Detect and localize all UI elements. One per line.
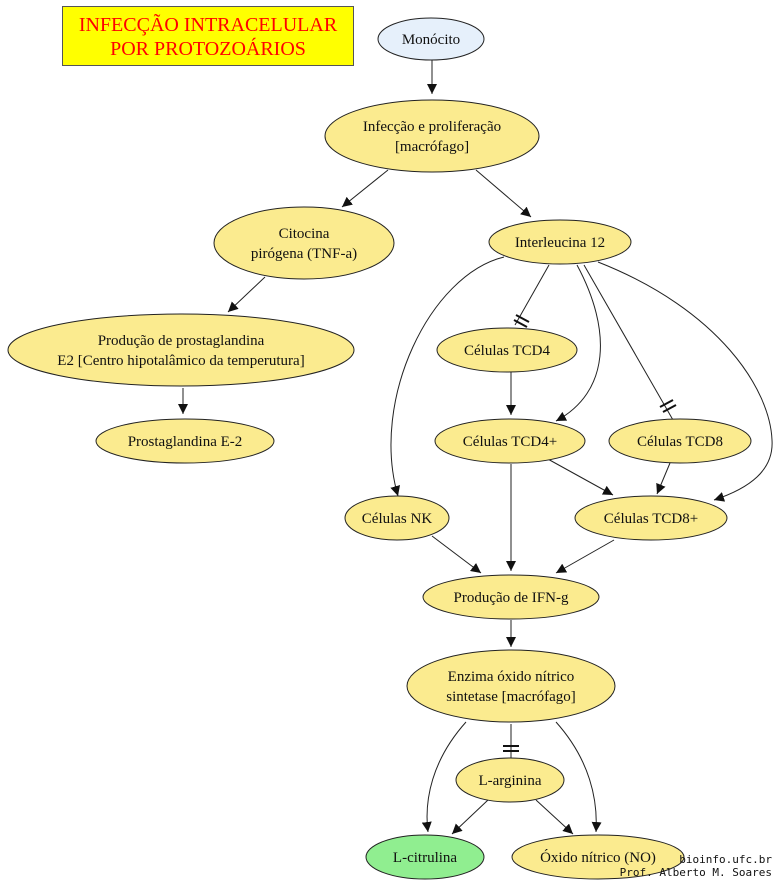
- edge-tcd8-tcd8plus: [656, 462, 671, 495]
- node-monocito-shape: [377, 17, 485, 61]
- node-enzima-label-1: Enzima óxido nítrico: [448, 669, 575, 685]
- node-lcitrulina-shape: [365, 834, 485, 880]
- node-interleucina: Interleucina 12: [488, 219, 632, 265]
- node-prostaglandina-e2: Prostaglandina E-2: [95, 418, 275, 464]
- node-enzima-shape: [406, 649, 616, 723]
- node-ifn: Produção de IFN-g: [422, 574, 600, 620]
- node-citocina: Citocina pirógena (TNF-a): [213, 206, 395, 280]
- node-larginina-label: L-arginina: [478, 773, 541, 789]
- node-enzima: Enzima óxido nítrico sintetase [macrófag…: [406, 649, 616, 723]
- edge-interleucina-nk: [390, 256, 505, 497]
- node-oxido: Óxido nítrico (NO): [511, 834, 685, 880]
- edge-nk-ifn: [431, 535, 482, 574]
- node-interleucina-label: Interleucina 12: [515, 235, 605, 251]
- node-tcd8plus-shape: [574, 495, 728, 541]
- edge-larginina-oxido: [535, 799, 574, 835]
- diagram-title: INFECÇÃO INTRACELULAR POR PROTOZOÁRIOS: [62, 6, 354, 66]
- node-tcd8plus: Células TCD8+: [574, 495, 728, 541]
- node-tcd4plus: Células TCD4+: [434, 418, 586, 464]
- edge-interleucina-tcd4plus: [555, 264, 601, 422]
- node-monocito-label: Monócito: [402, 32, 460, 48]
- edge-enzima-oxido: [555, 721, 602, 833]
- node-prostaglandina-e2-shape: [95, 418, 275, 464]
- node-citocina-label-2: pirógena (TNF-a): [251, 246, 357, 262]
- edge-tcd8plus-ifn: [555, 539, 615, 574]
- node-nk: Células NK: [344, 495, 450, 541]
- node-lcitrulina-label: L-citrulina: [393, 850, 457, 866]
- node-ifn-shape: [422, 574, 600, 620]
- node-citocina-shape: [213, 206, 395, 280]
- node-tcd4plus-shape: [434, 418, 586, 464]
- edge-tcd4plus-tcd8plus: [545, 457, 614, 496]
- node-citocina-label-1: Citocina: [279, 226, 330, 242]
- edge-infeccao-citocina: [341, 169, 389, 208]
- edges: [178, 60, 773, 835]
- tee-marker-tcd8: [659, 399, 677, 413]
- credit-site: bioinfo.ufc.br: [679, 853, 772, 866]
- credit-watermark: bioinfo.ufc.br Prof. Alberto M. Soares: [620, 853, 772, 879]
- node-tcd4plus-label: Células TCD4+: [463, 434, 557, 450]
- title-line-1: INFECÇÃO INTRACELULAR: [78, 14, 338, 36]
- node-interleucina-shape: [488, 219, 632, 265]
- edge-larginina-lcitrulina: [451, 799, 489, 835]
- node-tcd4-label: Células TCD4: [464, 343, 550, 359]
- tee-marker-tcd4: [513, 314, 530, 328]
- node-tcd4-shape: [436, 327, 578, 373]
- node-oxido-shape: [511, 834, 685, 880]
- node-infeccao-label-1: Infecção e proliferação: [363, 119, 501, 135]
- node-tcd8-label: Células TCD8: [637, 434, 723, 450]
- node-enzima-label-2: sintetase [macrófago]: [446, 689, 576, 705]
- node-nk-label: Células NK: [362, 511, 433, 527]
- credit-author: Prof. Alberto M. Soares: [619, 866, 772, 879]
- edge-interleucina-tcd4: [514, 264, 550, 326]
- node-tcd8: Células TCD8: [608, 418, 752, 464]
- node-infeccao-shape: [324, 99, 540, 173]
- node-infeccao: Infecção e proliferação [macrófago]: [324, 99, 540, 173]
- node-tcd4: Células TCD4: [436, 327, 578, 373]
- node-prostaglandina-prod-shape: [7, 313, 355, 387]
- edge-interleucina-tcd8plus: [597, 261, 773, 502]
- node-oxido-label: Óxido nítrico (NO): [540, 849, 656, 866]
- node-monocito: Monócito: [377, 17, 485, 61]
- node-prostaglandina-prod-label-2: E2 [Centro hipotalâmico da temperutura]: [57, 353, 304, 369]
- node-larginina: L-arginina: [455, 757, 565, 803]
- edge-enzima-lcitrulina: [421, 721, 467, 833]
- title-line-2: POR PROTOZOÁRIOS: [110, 38, 306, 60]
- node-prostaglandina-prod: Produção de prostaglandina E2 [Centro hi…: [7, 313, 355, 387]
- node-tcd8plus-label: Células TCD8+: [604, 511, 698, 527]
- node-tcd8-shape: [608, 418, 752, 464]
- node-larginina-shape: [455, 757, 565, 803]
- node-infeccao-label-2: [macrófago]: [395, 139, 469, 155]
- node-prostaglandina-e2-label: Prostaglandina E-2: [128, 434, 243, 450]
- edge-citocina-prostaglandina-prod: [227, 276, 266, 313]
- node-lcitrulina: L-citrulina: [365, 834, 485, 880]
- node-prostaglandina-prod-label-1: Produção de prostaglandina: [98, 333, 265, 349]
- edge-infeccao-interleucina: [475, 169, 532, 218]
- node-nk-shape: [344, 495, 450, 541]
- tee-marker-larginina: [503, 745, 519, 752]
- node-ifn-label: Produção de IFN-g: [454, 590, 569, 606]
- edge-interleucina-tcd8: [583, 264, 674, 421]
